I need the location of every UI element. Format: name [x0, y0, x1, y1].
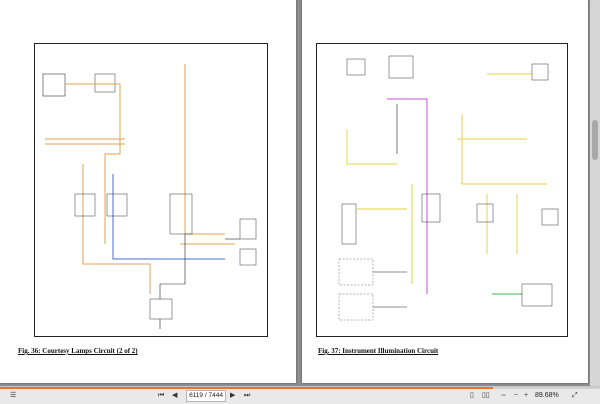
schematic-component — [94, 73, 116, 93]
zoom-level[interactable]: 89.68% — [535, 392, 559, 399]
schematic-component — [531, 63, 549, 81]
last-page-icon: ⏭ — [244, 392, 251, 399]
first-page-button[interactable]: ⏮ — [158, 391, 164, 401]
schematic-component — [338, 258, 374, 286]
two-page-view-icon[interactable]: ▯▯ — [482, 392, 490, 399]
schematic-component — [169, 193, 193, 235]
schematic-component — [149, 298, 173, 320]
schematic-component — [341, 203, 357, 245]
wire-orange — [65, 83, 121, 244]
schematic-component — [42, 73, 66, 97]
wire-blue — [112, 174, 225, 260]
schematic-component — [388, 55, 414, 79]
next-page-icon: ▶ — [230, 392, 236, 399]
document-page-left: Fig. 36: Courtesy Lamps Circuit (2 of 2) — [0, 0, 296, 383]
last-page-button[interactable]: ⏭ — [244, 391, 250, 401]
previous-page-icon: ◀ — [172, 392, 178, 399]
figure-caption: Fig. 37: Instrument Illumination Circuit — [318, 347, 439, 355]
zoom-in-icon: + — [524, 392, 529, 399]
sidebar-toggle-icon[interactable]: ☰ — [10, 392, 17, 399]
schematic-component — [239, 248, 257, 266]
schematic-component — [541, 208, 559, 226]
schematic-component — [74, 193, 96, 217]
zoom-out-icon: − — [514, 392, 519, 399]
schematic-component — [346, 58, 366, 76]
wire-yellow — [461, 114, 547, 185]
fit-width-icon[interactable]: ⇔ — [500, 392, 507, 399]
next-page-button[interactable]: ▶ — [230, 391, 235, 401]
wire-purple — [387, 98, 428, 294]
wire-yellow — [346, 129, 397, 165]
wire-orange — [82, 164, 151, 294]
schematic-component — [239, 218, 257, 240]
instrument-illumination-schematic — [338, 55, 559, 321]
schematic-component — [521, 283, 553, 307]
schematic-component — [421, 193, 441, 223]
fullscreen-icon[interactable]: ⤢ — [572, 392, 578, 399]
zoom-out-button[interactable]: − — [514, 391, 518, 401]
scrollbar-thumb[interactable] — [592, 120, 598, 160]
schematic-component — [476, 203, 494, 223]
viewer-toolbar: ☰ ⏮ ◀ 6119 / 7444 ▶ ⏭ ▯ ▯▯ ⇔ − + 89.68% … — [0, 386, 600, 404]
zoom-in-button[interactable]: + — [524, 391, 528, 401]
current-page-number: 6119 — [189, 392, 204, 399]
vertical-scrollbar[interactable] — [590, 0, 600, 386]
wiring-diagram-instrument-illumination — [316, 43, 568, 337]
document-progress-fill — [0, 387, 494, 389]
wire-orange — [184, 64, 225, 235]
first-page-icon: ⏮ — [158, 392, 165, 399]
page-number-field[interactable]: 6119 / 7444 — [186, 390, 226, 402]
document-progress-bar — [0, 387, 600, 389]
schematic-component — [106, 193, 128, 217]
previous-page-button[interactable]: ◀ — [172, 391, 177, 401]
wiring-diagram-courtesy-lamps — [34, 43, 268, 337]
figure-caption: Fig. 36: Courtesy Lamps Circuit (2 of 2) — [18, 347, 138, 355]
total-pages: 7444 — [208, 392, 223, 399]
single-page-view-icon[interactable]: ▯ — [470, 392, 474, 399]
courtesy-lamps-schematic — [42, 64, 257, 329]
schematic-component — [338, 293, 374, 321]
document-page-right: Fig. 37: Instrument Illumination Circuit — [302, 0, 588, 383]
document-viewer[interactable]: Fig. 36: Courtesy Lamps Circuit (2 of 2) — [0, 0, 600, 386]
wire-black — [159, 234, 186, 299]
